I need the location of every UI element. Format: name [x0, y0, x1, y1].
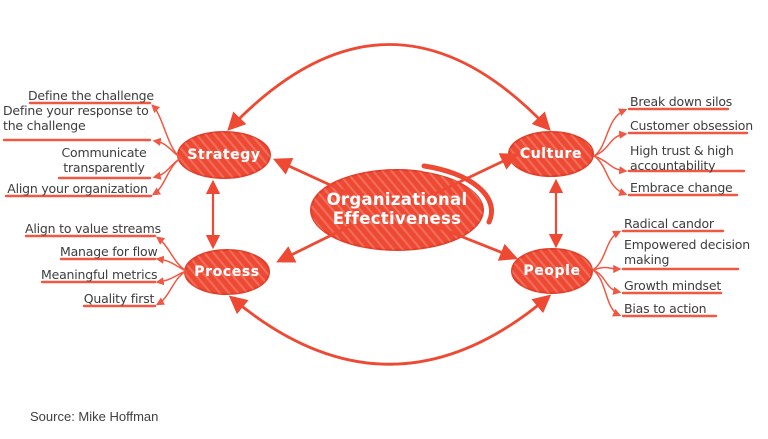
top-arc-strategy-culture: [227, 43, 551, 131]
process-node-label: Process: [194, 264, 260, 280]
bullet-underlines: [2, 101, 749, 318]
arrow-center-culture: [428, 153, 519, 198]
process-item-1: Manage for flow: [60, 244, 158, 259]
process-item-0: Align to value streams: [25, 221, 161, 236]
culture-item-2: High trust & high accountability: [630, 143, 734, 173]
arrow-center-strategy: [273, 158, 354, 197]
source-credit: Source: Mike Hoffman: [30, 409, 159, 424]
bottom-arc-process-people: [228, 294, 552, 366]
culture-item-3: Embrace change: [630, 180, 733, 195]
people-item-1: Empowered decision making: [624, 237, 750, 267]
bullet-connectors: [151, 104, 628, 317]
people-item-0: Radical candor: [624, 216, 714, 231]
culture-node-ellipse: [508, 131, 594, 177]
culture-item-0: Break down silos: [630, 94, 733, 109]
outer-loop-arcs: [227, 43, 552, 366]
strategy-item-2: Communicate transparently: [61, 145, 147, 175]
center-node-label: Organizational Effectiveness: [326, 190, 468, 228]
culture-node-label: Culture: [519, 146, 583, 162]
strategy-item-0: Define the challenge: [28, 88, 154, 103]
center-ellipse-sketch-gap: [421, 168, 487, 221]
strategy-node-label: Strategy: [187, 147, 261, 163]
people-node-label: People: [523, 263, 581, 279]
arrow-center-process: [276, 223, 354, 263]
arrow-center-people: [428, 222, 519, 261]
process-item-3: Quality first: [83, 291, 155, 306]
vertical-arrows: [205, 178, 564, 250]
process-item-2: Meaningful metrics: [41, 267, 158, 282]
strategy-node-ellipse: [177, 131, 271, 179]
people-node-ellipse: [511, 248, 593, 294]
culture-item-1: Customer obsession: [630, 118, 753, 133]
people-item-3: Bias to action: [624, 301, 707, 316]
strategy-item-3: Align your organization: [7, 181, 148, 196]
center-ellipse-sketch-stroke: [421, 163, 495, 225]
strategy-item-1: Define your response to the challenge: [3, 103, 149, 133]
center-arrows: [273, 153, 519, 263]
people-item-2: Growth mindset: [624, 278, 722, 293]
